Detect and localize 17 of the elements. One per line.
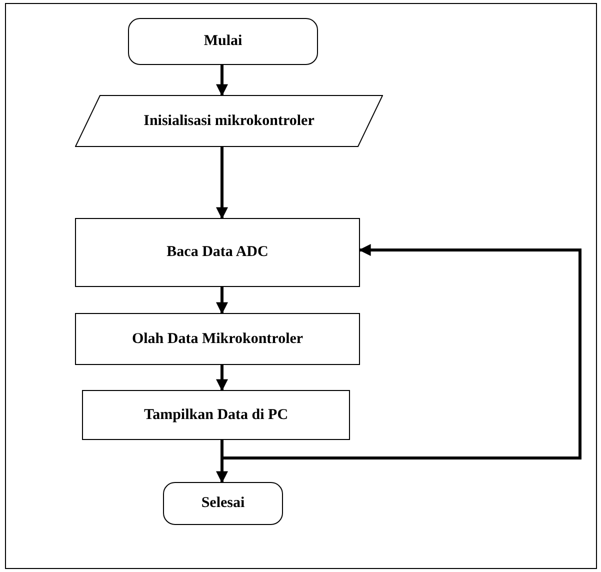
process-box (75, 313, 360, 365)
process-box (75, 218, 360, 287)
node-label: Mulai (204, 32, 242, 52)
node-label: Baca Data ADC (166, 243, 268, 262)
arrow (216, 147, 228, 220)
arrow (216, 287, 228, 314)
node-label: Tampilkan Data di PC (144, 406, 288, 425)
process-box (82, 390, 350, 440)
arrow (220, 244, 582, 460)
node-label: Olah Data Mikrokontroler (132, 330, 304, 349)
arrow (216, 365, 228, 392)
node-label: Inisialisasi mikrokontroler (144, 112, 314, 131)
start-terminator (128, 18, 318, 65)
end-terminator (163, 482, 283, 525)
arrow (216, 65, 228, 96)
input-output-parallelogram (75, 95, 383, 147)
node-label: Selesai (201, 494, 245, 514)
